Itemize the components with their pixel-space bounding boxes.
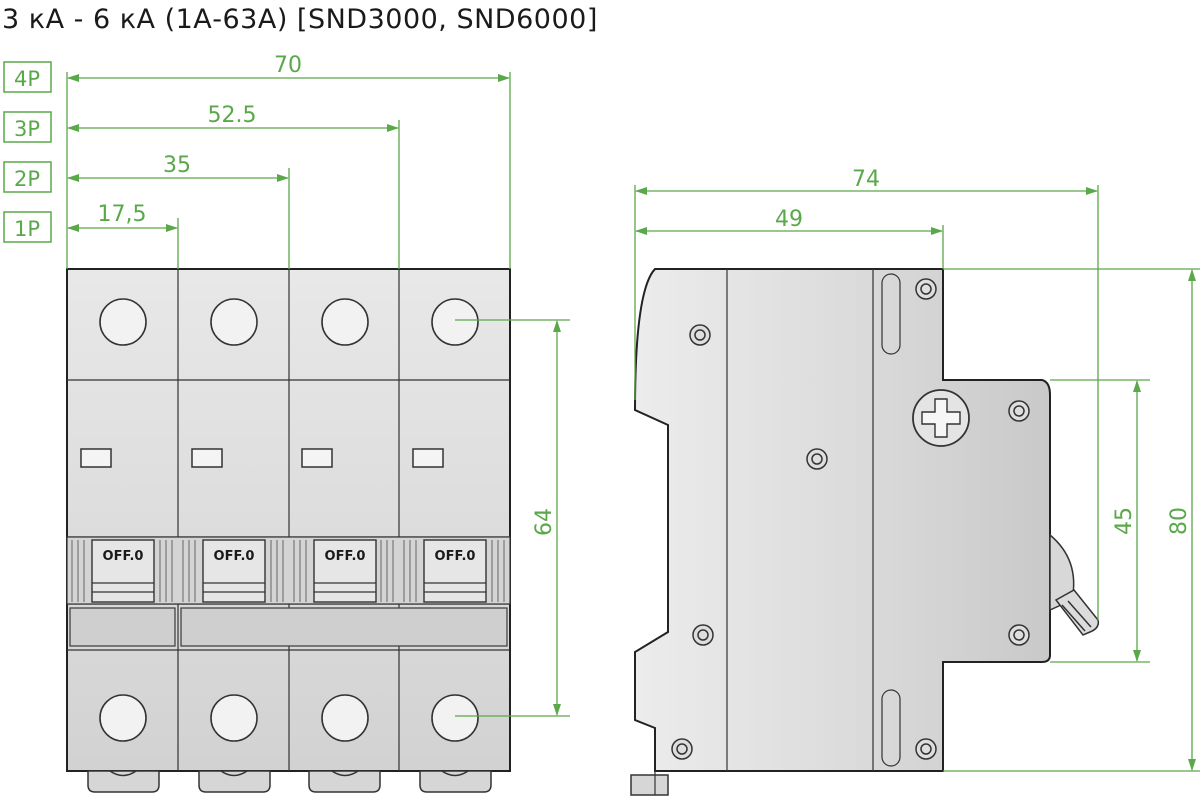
dim-width-1p: 17,5 — [98, 202, 147, 227]
side-slot — [881, 273, 901, 355]
side-view — [630, 268, 1100, 796]
terminal-holes — [99, 298, 479, 742]
switch-ribs — [71, 540, 505, 602]
side-slot — [881, 689, 901, 767]
dim-terminal-spacing: 64 — [532, 508, 557, 536]
pole-option-2p: 2P — [14, 167, 40, 191]
pole-option-3p: 3P — [14, 117, 40, 141]
dim-height-front: 45 — [1112, 507, 1137, 535]
switch-label: OFF.0 — [214, 549, 255, 564]
pole-option-4p: 4P — [14, 67, 40, 91]
dim-width-3p: 52.5 — [208, 103, 257, 128]
pole-option-boxes — [3, 61, 52, 243]
switch-label: OFF.0 — [435, 549, 476, 564]
dim-width-2p: 35 — [163, 153, 191, 178]
dim-depth-body: 49 — [775, 207, 803, 232]
dimension-lines — [66, 72, 1200, 772]
switch-handles — [91, 539, 487, 603]
bridge-bar — [180, 607, 508, 647]
bridge-bar — [69, 607, 176, 647]
switch-label: OFF.0 — [103, 549, 144, 564]
rivets — [671, 278, 1030, 760]
dim-width-4p: 70 — [274, 53, 302, 78]
front-view: OFF.0 OFF.0 OFF.0 OFF.0 — [66, 268, 511, 793]
diagram-title: 3 кА - 6 кА (1А-63А) [SND3000, SND6000] — [2, 4, 598, 35]
pole-option-1p: 1P — [14, 217, 40, 241]
switch-label: OFF.0 — [325, 549, 366, 564]
dim-depth-total: 74 — [852, 167, 880, 192]
din-clips — [87, 770, 492, 793]
indicator-windows — [80, 448, 444, 468]
toggle-lever-icon — [1049, 533, 1100, 636]
cross-screw-icon — [912, 389, 970, 447]
dim-height-total: 80 — [1167, 507, 1192, 535]
side-din-clip — [630, 774, 669, 796]
